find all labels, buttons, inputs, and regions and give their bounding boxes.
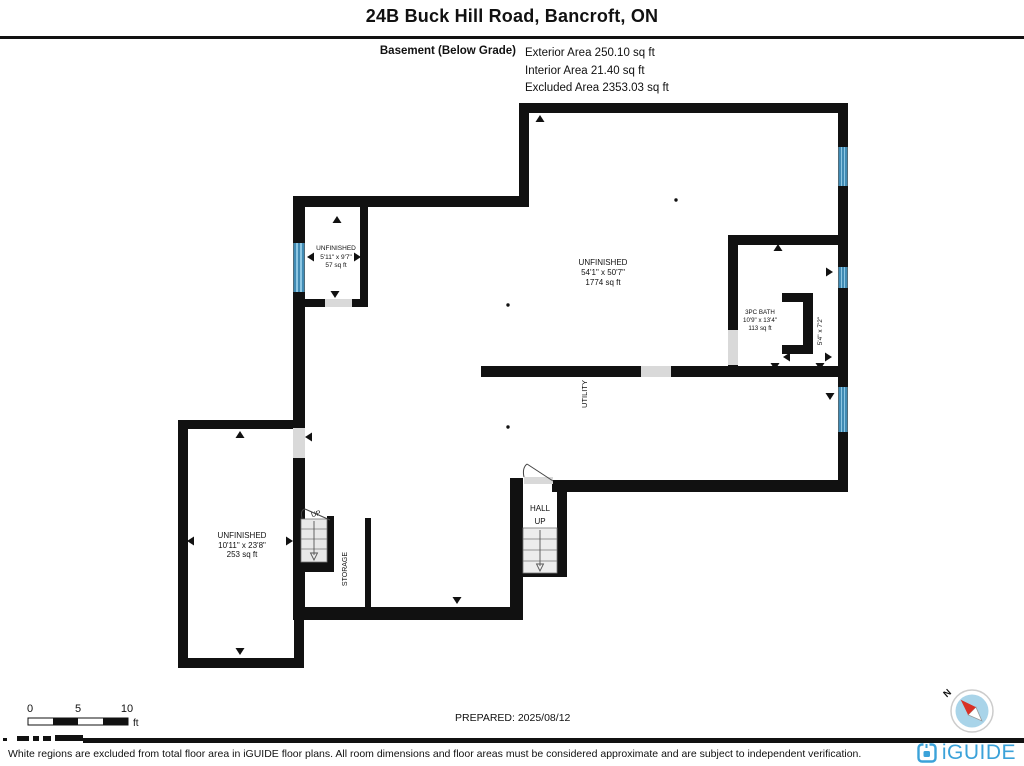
room-unfinished-lower-dims: 10'11" x 23'8" (218, 541, 266, 550)
room-unfinished-small-dims: 5'11" x 9'7" (320, 254, 352, 261)
room-bath-name: 3PC BATH (745, 309, 775, 316)
door-bath (728, 330, 738, 365)
room-unfinished-small-name: UNFINISHED (316, 245, 356, 252)
staircase-up-left (300, 508, 331, 563)
page-title: 24B Buck Hill Road, Bancroft, ON (365, 6, 659, 26)
room-storage-lower-name: STORAGE (342, 552, 349, 586)
window-left (293, 243, 305, 292)
stairs-up-label: UP (311, 510, 322, 519)
door-small-room (325, 299, 352, 307)
walls (178, 103, 848, 668)
floor-area-dots (506, 198, 678, 429)
stair-direction-arrow (535, 563, 545, 573)
footer-disclaimer: White regions are excluded from total fl… (8, 748, 862, 760)
scale-bar: 0 5 10 ft (27, 703, 139, 729)
room-labels: UNFINISHED 5'11" x 9'7" 57 sq ft UNFINIS… (218, 245, 824, 586)
window-right-top (838, 147, 848, 186)
interior-area: Interior Area 21.40 sq ft (525, 64, 645, 77)
door-lower-room (293, 428, 305, 458)
door-leaf (526, 463, 554, 482)
room-unfinished-main-name: UNFINISHED (579, 258, 628, 267)
footer-rule (3, 735, 1024, 743)
exterior-area: Exterior Area 250.10 sq ft (525, 47, 655, 59)
title-divider (0, 36, 1024, 39)
room-unfinished-lower-area: 253 sq ft (227, 550, 258, 559)
room-bath-dims: 10'9" x 13'4" (743, 317, 777, 324)
excluded-area: Excluded Area 2353.03 sq ft (525, 82, 669, 95)
door-utility-wall (641, 366, 671, 377)
room-utility-name: UTILITY (580, 380, 589, 408)
room-unfinished-main-dims: 54'1" x 50'7" (581, 268, 625, 277)
area-summary: Exterior Area 250.10 sq ft Interior Area… (525, 45, 669, 98)
iguide-logo-icon (917, 743, 937, 763)
scale-tick-0: 0 (27, 703, 33, 715)
windows (293, 147, 848, 432)
room-unfinished-main-area: 1774 sq ft (585, 278, 621, 287)
dimension-arrows (187, 115, 835, 655)
window-bath (838, 267, 848, 288)
scale-tick-10: 10 (121, 703, 133, 715)
floor-label: Basement (Below Grade) (379, 45, 516, 57)
iguide-brand-text: iGUIDE (941, 741, 1016, 764)
compass: N (941, 687, 994, 733)
door-leaf (304, 508, 331, 521)
room-unfinished-small-area: 57 sq ft (325, 262, 347, 269)
prepared-date: PREPARED: 2025/08/12 (455, 712, 571, 724)
room-bath-area: 113 sq ft (748, 325, 772, 332)
staircase-hall (522, 463, 558, 574)
door-hall (524, 477, 553, 484)
window-right-lower (838, 387, 848, 432)
scale-unit: ft (133, 718, 139, 729)
room-unfinished-lower-name: UNFINISHED (218, 531, 267, 540)
door-openings (293, 299, 738, 484)
room-storage-bath-name: STORAGE (807, 315, 814, 347)
scale-tick-5: 5 (75, 703, 81, 715)
room-hall-up: UP (534, 517, 545, 526)
room-hall-name: HALL (530, 504, 551, 513)
stair-direction-arrow (309, 552, 319, 562)
compass-needle-north (960, 699, 976, 715)
compass-n-label: N (941, 687, 954, 700)
room-storage-bath-dims: 5'4" x 7'2" (817, 316, 824, 345)
iguide-brand: iGUIDE (917, 741, 1016, 765)
